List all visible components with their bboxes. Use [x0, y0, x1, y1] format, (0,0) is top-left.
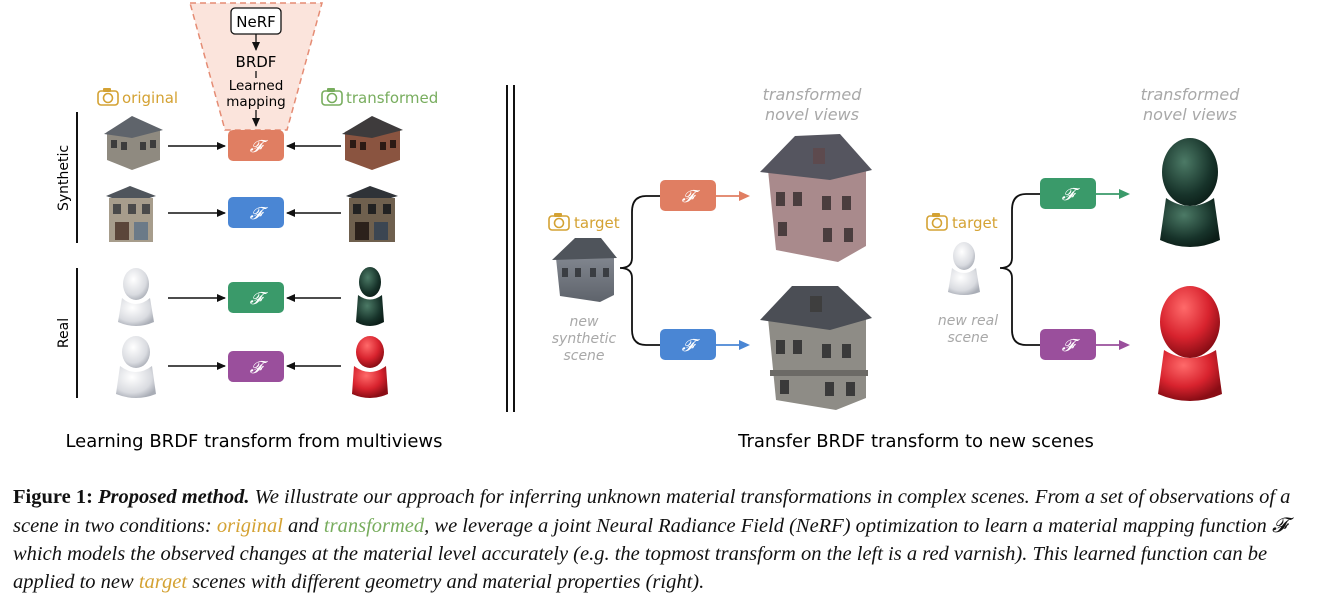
transformed-views-label: transformed	[763, 85, 863, 104]
figure-caption: Figure 1: Proposed method. We illustrate…	[13, 483, 1327, 596]
transformed-views-label: novel views	[765, 105, 859, 124]
left-panel-title: Learning BRDF transform from multiviews	[65, 431, 442, 452]
caption-title: Proposed method.	[98, 486, 250, 508]
caption-text: and	[288, 515, 319, 537]
mapping-box-blue	[660, 329, 716, 360]
target-label: target	[574, 214, 620, 232]
new-real-label: scene	[947, 330, 988, 346]
transformed-views-label: novel views	[1143, 105, 1237, 124]
original-bust-4	[116, 336, 156, 398]
transformed-bust-4	[352, 336, 388, 398]
caption-label: Figure 1:	[13, 486, 93, 508]
camera-icon	[548, 213, 570, 231]
transformed-house-2	[346, 186, 398, 242]
original-house-2	[106, 186, 156, 242]
mapping-box-orange	[228, 130, 284, 161]
caption-transformed: transformed	[323, 515, 425, 537]
mapping-box-purple	[1040, 329, 1096, 360]
synthetic-label: Synthetic	[56, 145, 72, 211]
branch-brace	[619, 195, 660, 346]
new-real-label: new real	[938, 313, 998, 329]
brdf-label: BRDF	[236, 53, 277, 71]
transformed-views-label: transformed	[1141, 85, 1241, 104]
transformed-house-orange	[760, 134, 872, 262]
camera-icon	[926, 213, 948, 231]
transformed-house-1	[342, 116, 403, 170]
transformed-bust-green	[1160, 138, 1220, 247]
original-label: original	[122, 89, 178, 107]
camera-icon	[321, 88, 343, 106]
nerf-label: NeRF	[236, 13, 276, 31]
method-figure: NeRF BRDF Learned mapping original trans…	[56, 2, 1241, 452]
target-label: target	[952, 214, 998, 232]
camera-icon	[97, 88, 119, 106]
transformed-bust-3	[356, 267, 384, 326]
caption-original: original	[216, 515, 283, 537]
caption-function-symbol: 𝓕	[1271, 513, 1288, 537]
caption-text: We illustrate our approach for inferring…	[13, 486, 1291, 537]
target-synthetic-house	[552, 238, 617, 302]
mapping-box-green	[228, 282, 284, 313]
original-bust-3	[118, 268, 154, 326]
new-synthetic-label: new	[570, 314, 599, 330]
learned-label: Learned	[229, 78, 284, 94]
new-synthetic-label: scene	[563, 348, 604, 364]
caption-text: scenes with different geometry and mater…	[192, 571, 705, 593]
caption-target: target	[138, 571, 188, 593]
new-synthetic-label: synthetic	[552, 331, 617, 347]
transformed-house-blue	[760, 286, 872, 410]
mapping-label: mapping	[226, 94, 285, 110]
mapping-box-blue	[228, 197, 284, 228]
transformed-bust-red	[1158, 286, 1222, 401]
mapping-box-green	[1040, 178, 1096, 209]
real-label: Real	[56, 318, 72, 348]
mapping-box-purple	[228, 351, 284, 382]
caption-text: , we leverage a joint Neural Radiance Fi…	[424, 515, 1267, 537]
target-real-bust	[948, 242, 980, 295]
nerf-funnel	[189, 2, 323, 131]
caption-text: which models the observed changes at the…	[13, 543, 1268, 593]
branch-brace	[999, 193, 1040, 346]
transformed-label: transformed	[346, 89, 438, 107]
original-house-1	[104, 116, 163, 170]
right-panel-title: Transfer BRDF transform to new scenes	[737, 431, 1094, 452]
mapping-box-orange	[660, 180, 716, 211]
